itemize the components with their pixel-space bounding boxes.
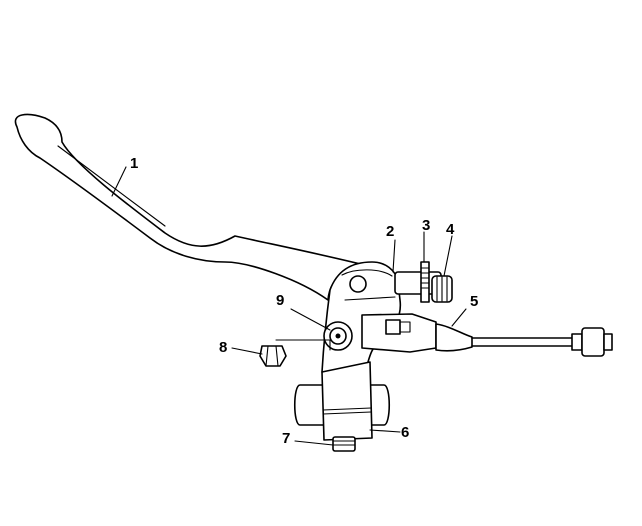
callout-labels: 1 2 3 4 5 6 7 8 9 [130,155,478,447]
handlebar-right [369,384,391,426]
callout-7: 7 [282,430,290,447]
adjuster-screw [420,261,430,303]
callout-2: 2 [386,223,394,240]
callout-1: 1 [130,155,138,172]
nut-part-8 [259,339,331,367]
lever-part-1 [14,113,393,301]
clamp-body [293,361,391,452]
perch-hole [349,275,367,293]
callout-5: 5 [470,293,478,310]
callout-4: 4 [446,221,455,238]
switch-cable-part-5 [361,313,613,357]
leader-lines [111,166,467,446]
callout-9: 9 [276,292,284,309]
handlebar-left [293,384,327,426]
clamp-screw-part-7 [332,436,356,452]
pivot-bolt-part-9 [323,321,353,351]
adjuster-parts-3-4 [394,261,453,303]
callout-6: 6 [401,424,409,441]
callout-8: 8 [219,339,227,356]
callout-3: 3 [422,217,430,234]
